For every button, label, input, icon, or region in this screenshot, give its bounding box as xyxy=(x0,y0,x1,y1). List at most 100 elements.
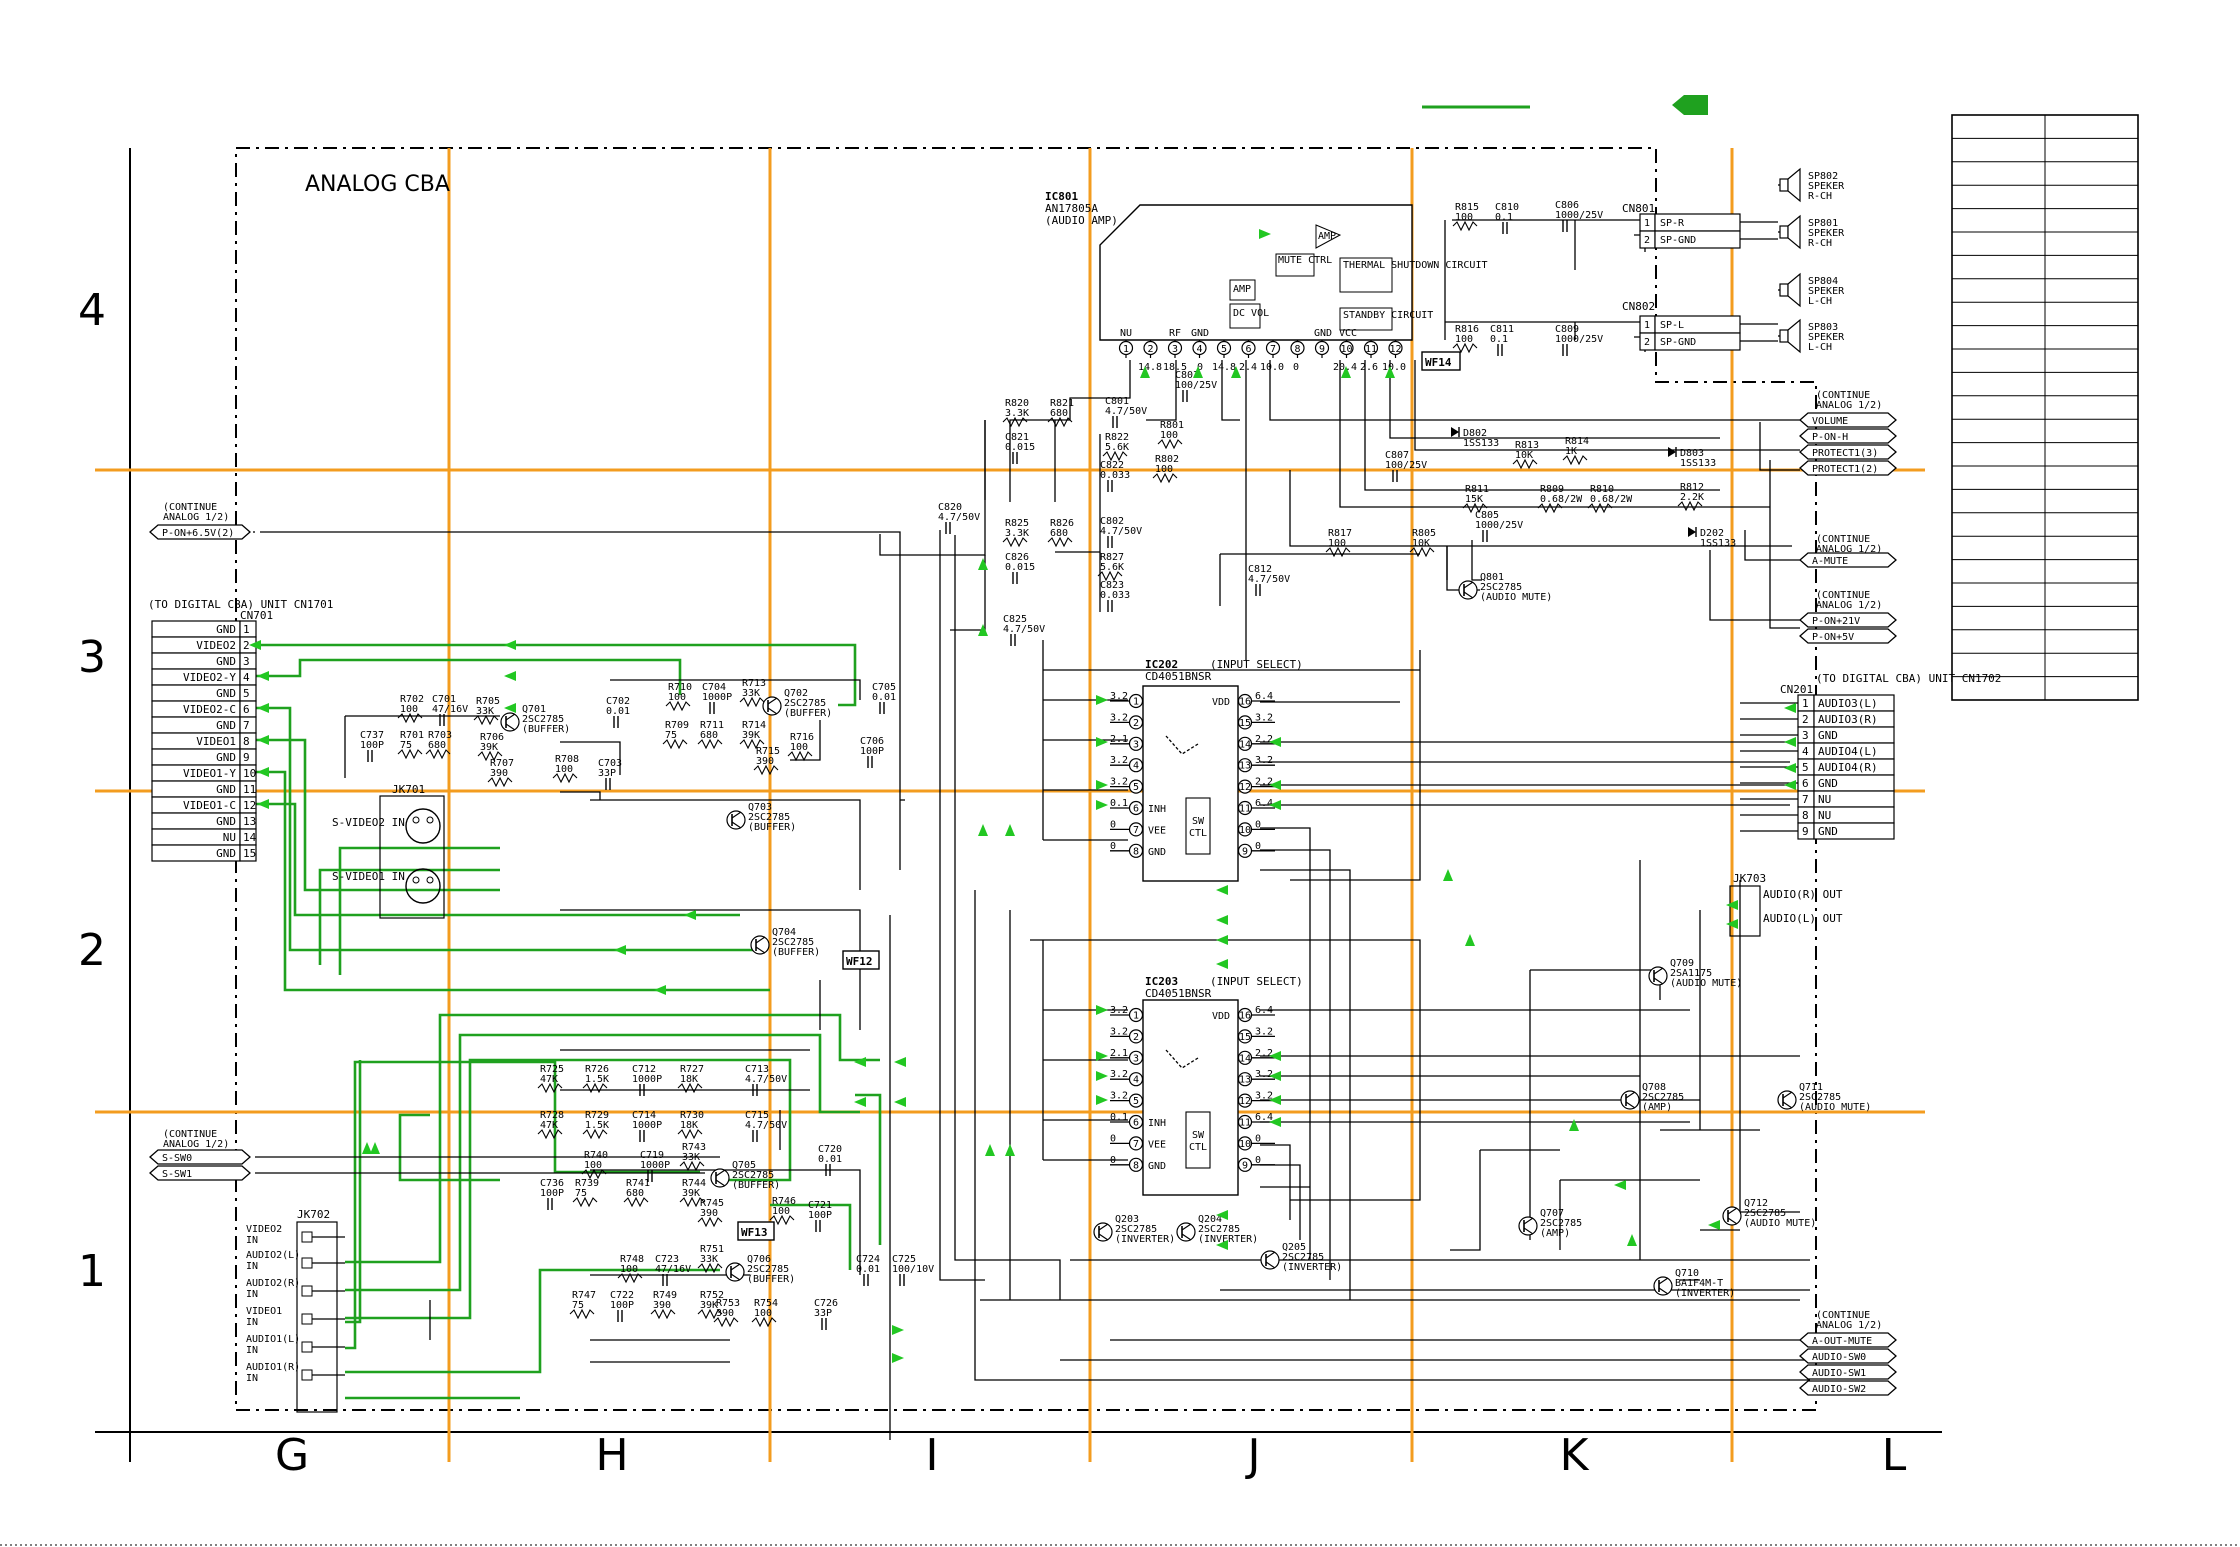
cn701-pin-name: NU xyxy=(223,831,236,844)
component-ref: R713 xyxy=(742,678,766,689)
cn701-pin-name: VIDEO2-C xyxy=(183,703,236,716)
ic202-part: CD4051BNSR xyxy=(1145,670,1212,683)
component-value: 47/16V xyxy=(432,704,468,715)
transistor-function: (INVERTER) xyxy=(1115,1234,1175,1245)
transistor-ref: Q712 xyxy=(1744,1198,1768,1209)
ic801-dcvol-block: DC VOL xyxy=(1233,308,1269,319)
signal-direction-arrow xyxy=(1005,1144,1015,1156)
component-ref: C801 xyxy=(1105,396,1129,407)
grid-lines xyxy=(95,148,1925,1462)
ic202-pin-number: 8 xyxy=(1133,846,1139,857)
ic203-pin xyxy=(1237,1136,1253,1151)
continue-label: ANALOG 1/2) xyxy=(1816,600,1882,611)
component-value: 75 xyxy=(665,730,677,741)
transistor-function: (BUFFER) xyxy=(748,822,796,833)
transistor-function: (AUDIO MUTE) xyxy=(1744,1218,1816,1229)
ic801-pin-number: 12 xyxy=(1389,344,1401,355)
component-value: 100/25V xyxy=(1175,380,1217,391)
cn701-pin-number: 7 xyxy=(243,719,250,732)
cn201-pin-name: NU xyxy=(1818,809,1831,822)
ic203-pin-voltage: 6.4 xyxy=(1255,1112,1273,1123)
signal-direction-arrow xyxy=(1005,824,1015,836)
ic203-pin-number: 4 xyxy=(1133,1075,1139,1086)
component-value: 47K xyxy=(540,1120,558,1131)
component-ref: R809 xyxy=(1540,484,1564,495)
component-ref: R727 xyxy=(680,1064,704,1075)
ic202-pin-voltage: 0.1 xyxy=(1110,798,1128,809)
component-ref: R743 xyxy=(682,1142,706,1153)
component-ref: R816 xyxy=(1455,324,1479,335)
jack-terminal xyxy=(301,1257,313,1269)
component-value: 0.01 xyxy=(856,1264,880,1275)
ic202-pin xyxy=(1237,758,1253,773)
signal-direction-arrow xyxy=(894,1057,906,1067)
cn801-pin-name: SP-GND xyxy=(1660,235,1696,246)
component-ref: R739 xyxy=(575,1178,599,1189)
component-value: 2.2K xyxy=(1680,492,1704,503)
ic203-pin xyxy=(1237,1157,1253,1172)
cn201-pin-number: 4 xyxy=(1802,745,1809,758)
signal-direction-arrow xyxy=(1193,366,1203,378)
ic202-pin-voltage: 0 xyxy=(1110,841,1116,852)
signal-direction-arrow xyxy=(504,703,516,713)
component-ref: R701 xyxy=(400,730,424,741)
component-value: 0.68/2W xyxy=(1540,494,1583,505)
cn701-pin: NU 14 xyxy=(151,828,257,846)
cn701-pin-number: 4 xyxy=(243,671,250,684)
component-value: 390 xyxy=(490,768,508,779)
component-ref: R801 xyxy=(1160,420,1184,431)
component-value: 1000/25V xyxy=(1555,210,1603,221)
jack-terminal xyxy=(301,1285,313,1297)
component-ref: R814 xyxy=(1565,436,1589,447)
component-ref: R825 xyxy=(1005,518,1029,529)
ic202-pin xyxy=(1237,843,1253,858)
ic203-pin-voltage: 3.2 xyxy=(1110,1005,1128,1016)
component-value: 0.015 xyxy=(1005,442,1035,453)
component-ref: R706 xyxy=(480,732,504,743)
component-value: 100P xyxy=(860,746,884,757)
component-value: 4.7/50V xyxy=(1100,526,1142,537)
cn701-pin-number: 3 xyxy=(243,655,250,668)
jk702-input-label: IN xyxy=(246,1235,258,1246)
ic202-pin-voltage: 2.2 xyxy=(1255,777,1273,788)
signal-direction-arrow xyxy=(1140,366,1150,378)
cn201-pin-name: AUDIO3(R) xyxy=(1818,713,1878,726)
ic202-pin-number: 9 xyxy=(1242,846,1248,857)
component-value: 390 xyxy=(653,1300,671,1311)
component-ref: R707 xyxy=(490,758,514,769)
component-ref: R740 xyxy=(584,1150,608,1161)
signal-direction-arrow xyxy=(257,735,269,745)
cn201-pin-number: 5 xyxy=(1802,761,1809,774)
transistors: Q7012SC2785(BUFFER)Q7022SC2785(BUFFER)Q7… xyxy=(500,572,1871,1299)
component-ref: C719 xyxy=(640,1150,664,1161)
cn201-pin-name: GND xyxy=(1818,777,1838,790)
signal-flag-text: P-ON-H xyxy=(1812,432,1848,443)
continue-label: (CONTINUE xyxy=(1816,534,1870,545)
component-value: 680 xyxy=(700,730,718,741)
ic801-pin xyxy=(1241,340,1256,356)
waveform-wf12: WF12 xyxy=(846,955,873,968)
ic801-pin-voltage: 20.4 xyxy=(1333,362,1357,373)
cn701-pin-number: 14 xyxy=(243,831,257,844)
ic203-pin xyxy=(1237,1114,1253,1130)
ic203-pin-number: 12 xyxy=(1239,1096,1251,1107)
